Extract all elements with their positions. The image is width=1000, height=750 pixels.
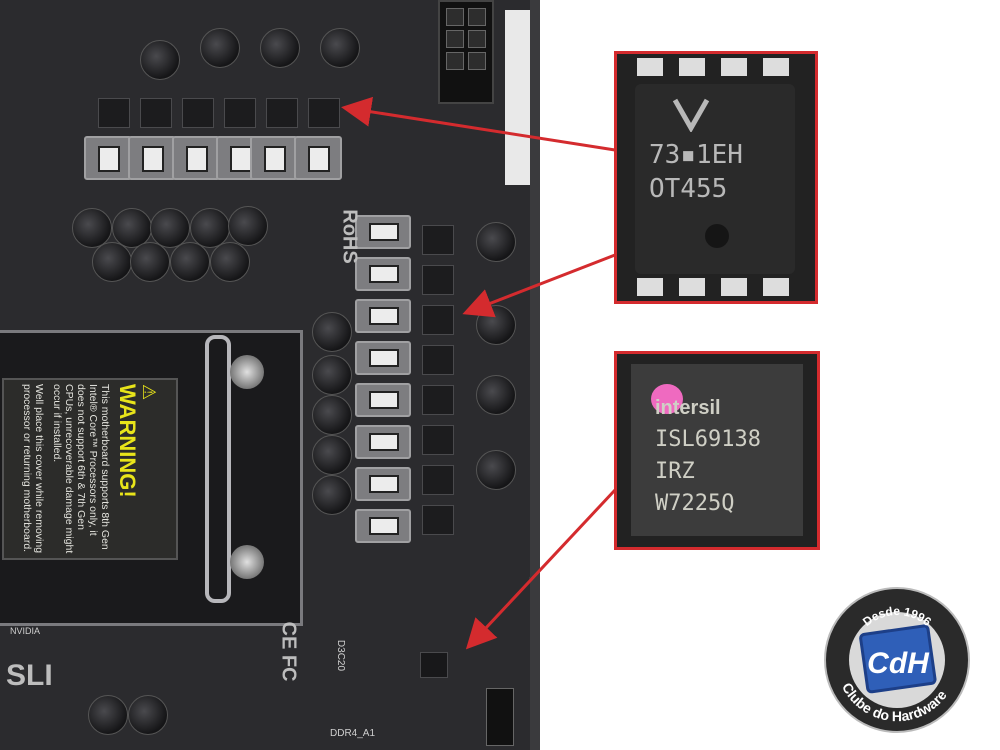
- mosfet: [422, 345, 454, 375]
- choke: [250, 136, 298, 180]
- capacitor: [312, 435, 352, 475]
- mosfet: [224, 98, 256, 128]
- choke: [355, 509, 411, 543]
- capacitor: [312, 395, 352, 435]
- capacitor: [260, 28, 300, 68]
- mosfet-closeup-inset: 73▪1EH OT455: [614, 51, 818, 304]
- capacitor: [312, 312, 352, 352]
- capacitor: [88, 695, 128, 735]
- cpu-fan-label: CPU_FAN: [530, 644, 541, 686]
- clube-do-hardware-logo: CdH Desde 1996 Clube do Hardware: [824, 587, 970, 733]
- socket-screw: [230, 355, 264, 389]
- mosfet-marking-line1: 73▪1EH: [649, 140, 743, 170]
- atx-power-connector: [438, 0, 494, 104]
- choke: [355, 341, 411, 375]
- choke: [84, 136, 132, 180]
- mosfet: [308, 98, 340, 128]
- warning-label: ⚠ WARNING! This motherboard supports 8th…: [2, 378, 178, 560]
- pin1-dot: [705, 224, 729, 248]
- motherboard: ⚠ WARNING! This motherboard supports 8th…: [0, 0, 541, 750]
- pwm-label: PWM_TTG1: [530, 554, 541, 606]
- mosfet: [422, 425, 454, 455]
- mosfet: [422, 465, 454, 495]
- capacitor: [140, 40, 180, 80]
- mosfet: [266, 98, 298, 128]
- rohs-label: RoHS: [338, 209, 361, 264]
- warning-body: This motherboard supports 8th Gen Intel®…: [51, 384, 111, 554]
- warning-triangle-icon: ⚠: [139, 384, 159, 401]
- cpu-fan-header: [486, 688, 514, 746]
- choke: [355, 257, 411, 291]
- capacitor: [170, 242, 210, 282]
- mosfet: [422, 385, 454, 415]
- pwm-controller-chip: [420, 652, 448, 678]
- capacitor: [312, 475, 352, 515]
- nvidia-label: NVIDIA: [10, 626, 41, 636]
- mosfet: [182, 98, 214, 128]
- chip-brand: intersil: [655, 397, 721, 419]
- serial-label: [505, 10, 533, 185]
- choke: [355, 299, 411, 333]
- capacitor: [476, 375, 516, 415]
- capacitor: [476, 450, 516, 490]
- mosfet: [422, 225, 454, 255]
- choke: [128, 136, 176, 180]
- choke: [355, 383, 411, 417]
- chip-part-number: ISL69138: [655, 427, 761, 452]
- mosfet: [422, 265, 454, 295]
- choke: [355, 425, 411, 459]
- pink-marker-dot: [651, 384, 683, 414]
- mosfet: [140, 98, 172, 128]
- capacitor: [320, 28, 360, 68]
- mosfet-chip: [635, 84, 795, 274]
- capacitor: [92, 242, 132, 282]
- socket-lever: [205, 335, 231, 603]
- isl69138-chip: intersil ISL69138 IRZ W7225Q: [631, 364, 803, 536]
- d3c-label: D3C20: [335, 639, 347, 672]
- choke: [355, 215, 411, 249]
- ce-fc-label: CE FC: [277, 621, 300, 682]
- warning-note: Well place this cover while removing pro…: [21, 384, 45, 554]
- capacitor: [190, 208, 230, 248]
- capacitor: [128, 695, 168, 735]
- capacitor: [312, 355, 352, 395]
- mosfet-marking-line2: OT455: [649, 174, 728, 204]
- socket-screw: [230, 545, 264, 579]
- chip-suffix: IRZ: [655, 459, 695, 484]
- capacitor: [476, 222, 516, 262]
- choke: [355, 467, 411, 501]
- sli-label: SLI: [6, 659, 53, 692]
- capacitor: [476, 305, 516, 345]
- ddr-slot-label: DDR4_A1: [330, 728, 376, 739]
- mosfet: [422, 305, 454, 335]
- choke: [172, 136, 220, 180]
- capacitor: [228, 206, 268, 246]
- choke: [294, 136, 342, 180]
- logo-center-text: CdH: [867, 647, 930, 680]
- chip-date-code: W7225Q: [655, 491, 735, 516]
- warning-title: WARNING!: [115, 384, 140, 498]
- capacitor: [130, 242, 170, 282]
- vishay-logo-icon: [672, 98, 710, 132]
- capacitor: [210, 242, 250, 282]
- capacitor: [72, 208, 112, 248]
- capacitor: [150, 208, 190, 248]
- capacitor: [112, 208, 152, 248]
- mosfet: [422, 505, 454, 535]
- pwm-controller-closeup-inset: intersil ISL69138 IRZ W7225Q: [614, 351, 820, 550]
- mosfet: [98, 98, 130, 128]
- capacitor: [200, 28, 240, 68]
